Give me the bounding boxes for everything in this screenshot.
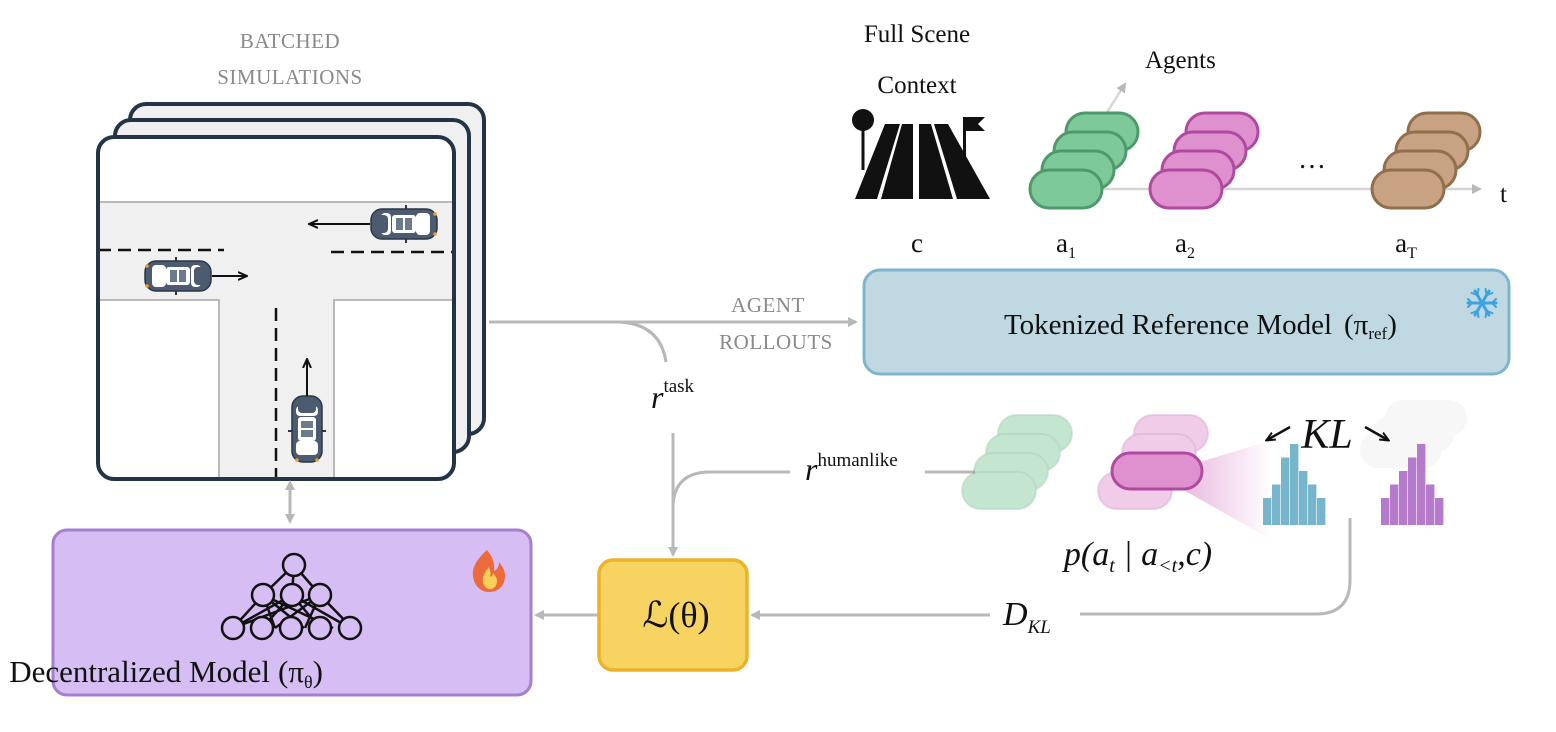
neural-network-icon [220,552,363,641]
histogram-bar [1417,444,1426,525]
decentralized-model-box[interactable]: Decentralized Model (πθ) [9,528,533,697]
scene-context-label-line1: Full Scene [864,21,970,48]
token-stacks [1028,111,1482,210]
token-label-aT: aT [1395,228,1417,262]
token-pill [985,433,1061,472]
distribution-histograms [1263,444,1444,525]
token-label-a2: a2 [1175,228,1195,262]
selected-token [1110,451,1204,491]
conditional-probability-formula: p(at | a<t,c) [1062,536,1212,577]
kl-divergence-connector [1080,518,1352,616]
batched-label-line2: SIMULATIONS [217,65,363,89]
token-pill [961,471,1037,510]
scene-context-label-line2: Context [877,72,956,99]
histogram-bar [1435,498,1444,525]
histogram-bar [1272,484,1281,525]
histogram-bar [1426,484,1435,525]
histogram-bar [1281,457,1290,525]
kl-arrow-right [1364,425,1388,440]
reference-model-box[interactable]: Tokenized Reference Model (πref) [862,268,1511,376]
reference-model-label: Tokenized Reference Model [1004,309,1332,341]
d-kl-label: DKL [1002,596,1051,638]
token-stack-a2 [1148,111,1260,210]
histogram-reference [1263,444,1326,525]
batched-label-line1: BATCHED [240,29,340,53]
token-stack-a1 [1028,111,1140,210]
histogram-bar [1399,471,1408,525]
loss-label: ℒ(θ) [642,595,709,635]
loss-box[interactable]: ℒ(θ) [597,558,749,672]
histogram-bar [1317,498,1326,525]
histogram-policy [1381,444,1444,525]
histogram-bar [1390,484,1399,525]
snowflake-icon [1466,287,1498,319]
fire-icon [472,550,505,592]
humanlike-reward-connector [671,470,790,506]
histogram-bar [1299,471,1308,525]
projection-cone [1180,440,1272,540]
task-reward-branch [614,320,668,363]
decentralized-model-symbol: (πθ) [278,654,323,692]
histogram-bar [1290,444,1299,525]
car-icon [144,256,212,296]
simulation-stack [96,102,486,481]
simulation-card-front [96,135,456,481]
ellipsis: … [1298,144,1326,175]
histogram-bar [1308,484,1317,525]
scene-context-symbol: c [911,228,923,258]
histogram-bar [1263,498,1272,525]
r-humanlike-label: rhumanlike [805,450,898,487]
kl-label: KL [1300,412,1352,458]
car-icon [370,204,438,244]
token-label-a1: a1 [1056,228,1076,262]
time-axis-label: t [1500,181,1507,208]
token-pill [1148,168,1224,210]
histogram-bar [1381,498,1390,525]
faded-token-stack [961,414,1073,510]
token-pill [973,452,1049,491]
decentralized-model-label: Decentralized Model [9,654,270,689]
kl-arrow-left [1267,425,1291,440]
token-pill [1370,168,1446,210]
road-with-flag-icon [852,109,990,199]
token-stack-aT [1370,111,1482,210]
token-pill [1028,168,1104,210]
agent-rollouts-label-line2: ROLLOUTS [719,330,833,354]
agent-rollouts-label-line1: AGENT [731,293,805,317]
histogram-bar [1408,457,1417,525]
car-icon [287,395,327,463]
token-pill [997,414,1073,453]
r-task-label: rtask [651,376,695,415]
agents-axis-label: Agents [1145,47,1216,74]
